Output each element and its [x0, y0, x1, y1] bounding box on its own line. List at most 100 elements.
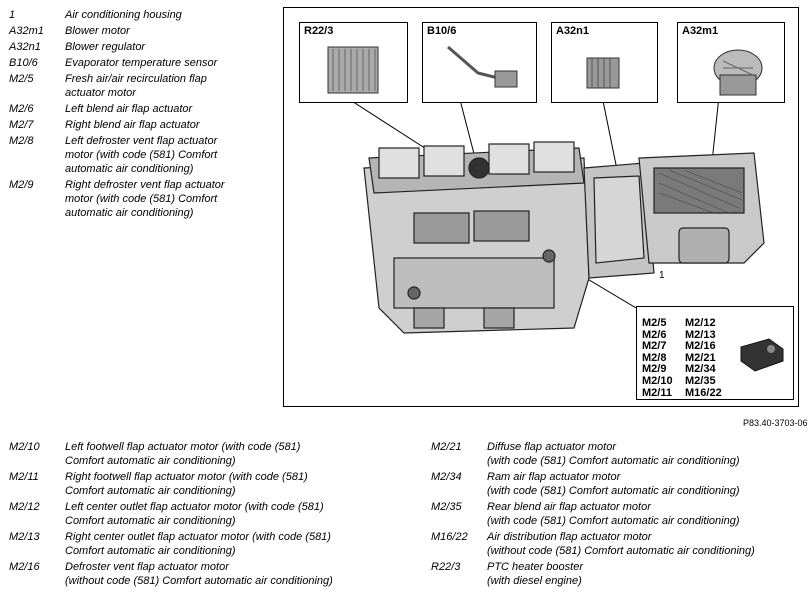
legend-code: A32n1 [9, 41, 41, 53]
callout-r22-3: R22/3 [299, 22, 408, 103]
flap-actuator-icon [740, 338, 784, 372]
legend-description-line: Air distribution flap actuator motor [487, 531, 652, 543]
temperature-sensor-icon [447, 45, 518, 88]
actuator-label: M2/8 [642, 351, 667, 364]
legend-description: Right defroster vent flap actuator motor … [65, 178, 225, 220]
legend-code: M2/8 [9, 135, 34, 147]
legend-description-line: (with code (581) Comfort automatic air c… [487, 515, 740, 527]
legend-description: PTC heater booster (with diesel engine) [487, 560, 583, 588]
callout-a32m1: A32m1 [677, 22, 785, 103]
legend-description: Defroster vent flap actuator motor (witho… [65, 560, 333, 588]
legend-description-line: Evaporator temperature sensor [65, 57, 218, 69]
legend-description-line: Right center outlet flap actuator motor … [65, 531, 331, 543]
legend-code: B10/6 [9, 57, 38, 69]
legend-description-line: (with code (581) Comfort automatic air c… [487, 485, 740, 497]
legend-code: M16/22 [431, 531, 468, 543]
legend-description-line: Left defroster vent flap actuator [65, 135, 218, 147]
legend-description: Air conditioning housing [65, 8, 182, 22]
legend-description: Left center outlet flap actuator motor (… [65, 500, 324, 528]
ac-housing-drawing [343, 95, 765, 334]
legend-code: M2/13 [9, 531, 40, 543]
legend-description-line: Air conditioning housing [65, 9, 182, 21]
actuator-label: M2/10 [642, 375, 673, 387]
legend-description-line: Right footwell flap actuator motor (with… [65, 471, 308, 483]
legend-description-line: (without code (581) Comfort automatic ai… [65, 575, 333, 587]
callout-b10-6: B10/6 [422, 22, 537, 103]
legend-description-line: Fresh air/air recirculation flap [65, 73, 207, 85]
legend-description-line: actuator motor [65, 87, 136, 99]
legend-description: Left footwell flap actuator motor (with … [65, 440, 300, 468]
legend-description-line: Blower motor [65, 25, 130, 37]
actuator-label: M2/34 [685, 363, 716, 376]
legend-description: Rear blend air flap actuator motor (with … [487, 500, 740, 528]
legend-description: Blower regulator [65, 40, 145, 54]
legend-description-line: Diffuse flap actuator motor [487, 441, 617, 453]
actuator-label: M2/11 [642, 386, 672, 399]
part-number-label: 1 [659, 270, 665, 281]
legend-description-line: motor (with code (581) Comfort [65, 149, 218, 161]
legend-code: 1 [9, 9, 16, 21]
legend-description: Fresh air/air recirculation flap actuator… [65, 72, 207, 100]
actuator-label: M16/22 [685, 386, 722, 399]
callout-label: R22/3 [304, 25, 334, 37]
actuator-label: M2/13 [685, 328, 716, 341]
legend-description: Right center outlet flap actuator motor … [65, 530, 331, 558]
legend-description: Diffuse flap actuator motor (with code (5… [487, 440, 740, 468]
blower-regulator-icon [586, 57, 620, 89]
actuator-label: M2/35 [685, 375, 716, 387]
callout-label: A32m1 [682, 25, 719, 37]
legend-code: M2/5 [9, 73, 34, 85]
legend-description-line: Comfort automatic air conditioning) [65, 485, 236, 497]
legend-description-line: (without code (581) Comfort automatic ai… [487, 545, 755, 557]
legend-description: Left blend air flap actuator [65, 102, 192, 116]
legend-code: M2/16 [9, 561, 40, 573]
legend-description-line: Blower regulator [65, 41, 146, 53]
actuator-label: M2/21 [685, 351, 716, 364]
actuator-label: M2/6 [642, 328, 667, 341]
legend-code: M2/10 [9, 441, 40, 453]
figure-reference: P83.40-3703-06 [743, 418, 808, 428]
legend-description-line: PTC heater booster [487, 561, 583, 573]
actuator-label: M2/7 [642, 340, 667, 353]
legend-description-line: Ram air flap actuator motor [487, 471, 621, 483]
legend-code: M2/34 [431, 471, 462, 483]
legend-description-line: Defroster vent flap actuator motor [65, 561, 229, 573]
legend-code: M2/35 [431, 501, 462, 513]
legend-description-line: motor (with code (581) Comfort [65, 193, 218, 205]
legend-code: M2/21 [431, 441, 462, 453]
legend-description: Left defroster vent flap actuator motor (… [65, 134, 217, 176]
legend-description-line: automatic air conditioning) [65, 207, 194, 219]
legend-description-line: Right defroster vent flap actuator [65, 179, 225, 191]
legend-description: Air distribution flap actuator motor (wit… [487, 530, 755, 558]
legend-description: Blower motor [65, 24, 130, 38]
legend-description-line: Comfort automatic air conditioning) [65, 545, 236, 557]
legend-code: M2/12 [9, 501, 40, 513]
legend-description-line: (with diesel engine) [487, 575, 582, 587]
legend-description: Ram air flap actuator motor (with code (5… [487, 470, 740, 498]
legend-code: A32m1 [9, 25, 44, 37]
legend-code: M2/11 [9, 471, 39, 483]
legend-description-line: Comfort automatic air conditioning) [65, 455, 236, 467]
legend-code: M2/6 [9, 103, 34, 115]
ptc-heater-icon [327, 46, 379, 94]
actuator-label: M2/12 [685, 317, 716, 329]
diagram-figure: R22/3 B10/6 A32n1 A32m1 [283, 7, 799, 407]
callout-a32n1: A32n1 [551, 22, 658, 103]
callout-label: B10/6 [427, 25, 457, 37]
legend-description: Right blend air flap actuator [65, 118, 200, 132]
actuator-label: M2/5 [642, 317, 667, 329]
legend-description-line: Left center outlet flap actuator motor (… [65, 501, 324, 513]
callout-label: A32n1 [556, 25, 590, 37]
actuator-label: M2/9 [642, 363, 667, 376]
legend-description-line: Left blend air flap actuator [65, 103, 193, 115]
legend-description-line: Right blend air flap actuator [65, 119, 200, 131]
legend-code: M2/9 [9, 179, 34, 191]
actuator-label: M2/16 [685, 340, 716, 353]
legend-description-line: Comfort automatic air conditioning) [65, 515, 236, 527]
legend-description: Right footwell flap actuator motor (with… [65, 470, 308, 498]
blower-motor-icon [713, 49, 763, 96]
legend-description: Evaporator temperature sensor [65, 56, 217, 70]
legend-description-line: (with code (581) Comfort automatic air c… [487, 455, 740, 467]
legend-description-line: Rear blend air flap actuator motor [487, 501, 651, 513]
